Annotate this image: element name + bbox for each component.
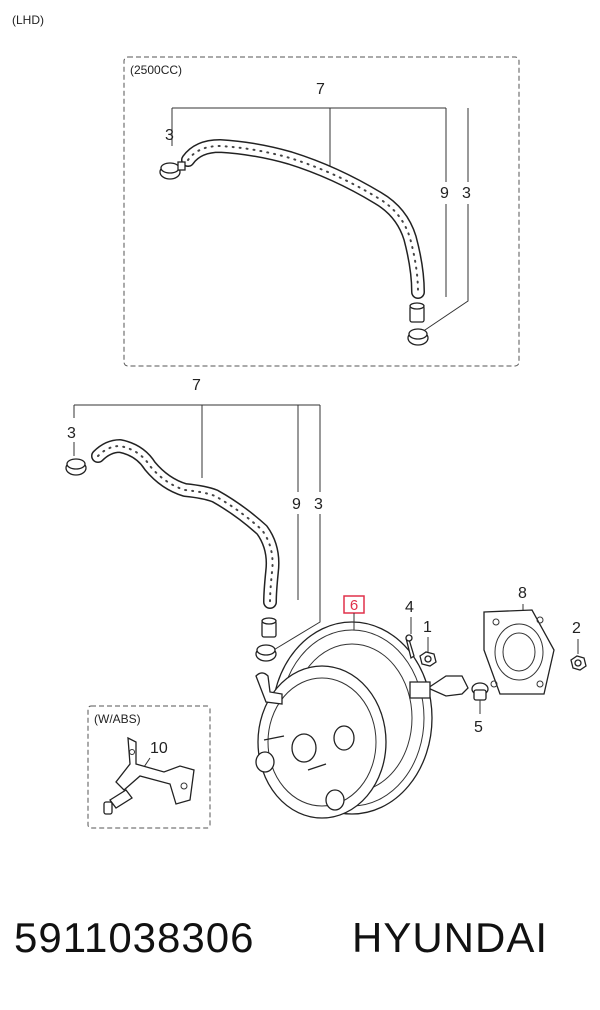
part-number: 5911038306: [14, 914, 254, 961]
callout-3-top-left: 3: [165, 127, 174, 144]
abs-sensor-connector: [103, 789, 133, 815]
callout-9-mid: 9: [292, 496, 301, 513]
callout-1: 1: [423, 619, 432, 636]
callout-2: 2: [572, 620, 581, 637]
abs-bracket: [115, 736, 195, 805]
callout-8: 8: [518, 585, 527, 602]
callout-3-mid-right: 3: [314, 496, 323, 513]
callout-6-booster: 6: [350, 597, 358, 614]
brake-booster: [255, 621, 433, 819]
lhd-note: (LHD): [12, 13, 44, 27]
top-callout-lines: [171, 107, 469, 335]
mid-callout-lines: [73, 404, 321, 652]
nut-icon: [419, 651, 437, 667]
variant-label-2500cc: (2500CC): [130, 63, 182, 77]
pipe-fitting-icon: [409, 302, 425, 323]
callout-3-top-right: 3: [462, 185, 471, 202]
callout-4: 4: [405, 599, 414, 616]
hose-clamp-icon: [255, 644, 277, 662]
hose-clamp-icon: [407, 328, 429, 346]
vacuum-hose-middle: [91, 439, 280, 609]
booster-pushrod-yoke: [409, 675, 469, 699]
pipe-fitting-icon: [261, 617, 277, 638]
nut-icon: [570, 655, 587, 671]
split-pin-icon: [405, 634, 415, 660]
hose-clamp-icon: [159, 161, 186, 180]
callout-5: 5: [474, 719, 483, 736]
callout-7-top: 7: [316, 81, 325, 98]
callout-3-mid-left: 3: [67, 425, 76, 442]
variant-box-2500cc: [123, 56, 520, 367]
variant-box-abs: [87, 705, 211, 829]
callout-9-top: 9: [440, 185, 449, 202]
booster-gasket: [483, 609, 555, 695]
variant-label-abs: (W/ABS): [94, 712, 141, 726]
brand-name: HYUNDAI: [352, 914, 548, 961]
callout-10: 10: [150, 740, 168, 757]
clevis-pin-icon: [471, 682, 489, 701]
vacuum-hose-top: [181, 139, 425, 299]
hose-clamp-icon: [65, 458, 87, 476]
callout-7-mid: 7: [192, 377, 201, 394]
